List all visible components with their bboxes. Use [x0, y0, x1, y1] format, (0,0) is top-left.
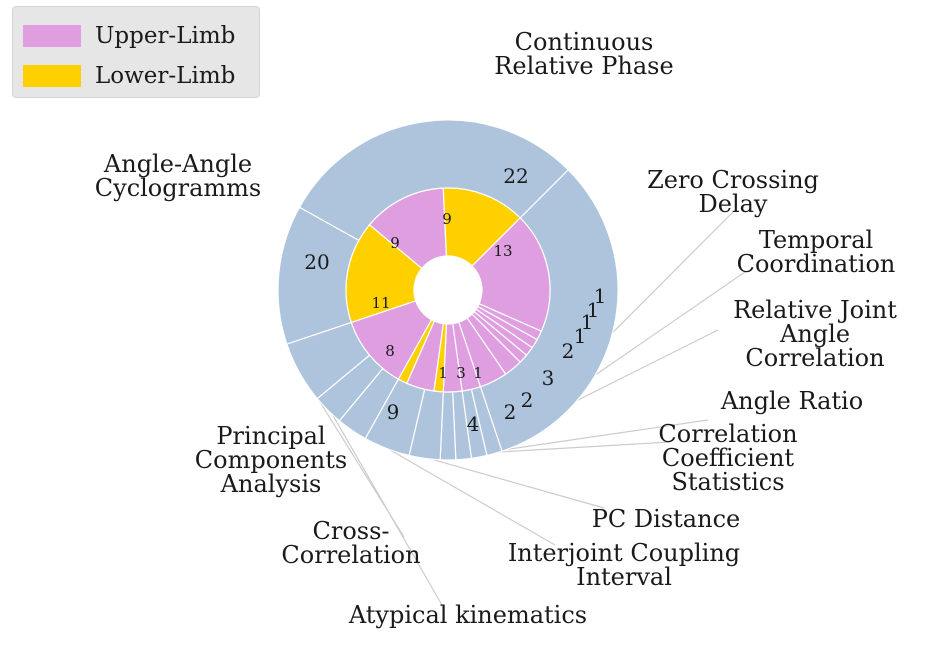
- inner-value-0: 13: [493, 242, 512, 260]
- outer-value-cross-correlation: 4: [467, 412, 480, 436]
- outer-value-correlation-coefficient-statistics: 2: [562, 339, 575, 363]
- legend-label-upper-limb: Upper-Limb: [95, 23, 236, 49]
- outer-ring: [277, 119, 619, 461]
- category-label-pc-distance: PC Distance: [592, 505, 740, 533]
- legend-item-upper-limb: Upper-Limb: [23, 21, 235, 51]
- legend-swatch-upper-limb: [23, 25, 81, 47]
- outer-value-angle-angle-cyclogramms: 20: [304, 250, 329, 274]
- inner-value-9: 1: [438, 364, 448, 382]
- outer-value-atypical-kinematics: 2: [504, 400, 517, 424]
- legend: Upper-Limb Lower-Limb: [12, 6, 260, 98]
- outer-value-principal-components-analysis: 9: [387, 400, 400, 424]
- inner-ring: [345, 187, 551, 393]
- outer-value-interjoint-coupling-interval: 2: [521, 388, 534, 412]
- outer-value-angle-ratio: 1: [574, 324, 587, 348]
- inner-value-10: 3: [456, 364, 466, 382]
- inner-slice-lower-limb-15: [442, 187, 521, 267]
- legend-item-lower-limb: Lower-Limb: [23, 61, 235, 91]
- legend-label-lower-limb: Lower-Limb: [95, 63, 236, 89]
- outer-value-continuous-relative-phase: 22: [503, 164, 528, 188]
- inner-slice-upper-limb-14: [368, 187, 448, 270]
- inner-slice-lower-limb-13: [345, 223, 423, 324]
- outer-value-pc-distance: 3: [542, 366, 555, 390]
- outer-value-zero-crossing-delay: 1: [594, 284, 607, 308]
- inner-value-15: 9: [442, 210, 452, 228]
- category-label-atypical-kinematics: Atypical kinematics: [348, 601, 587, 629]
- inner-value-14: 9: [390, 234, 400, 252]
- inner-value-13: 11: [371, 294, 390, 312]
- legend-swatch-lower-limb: [23, 65, 81, 87]
- category-label-angle-ratio: Angle Ratio: [720, 387, 863, 415]
- category-label-cross-correlation: Cross-Correlation: [281, 517, 420, 569]
- inner-slice-upper-limb-0: [471, 217, 551, 332]
- inner-value-12: 8: [385, 342, 395, 360]
- outer-value-relative-joint-angle-correlation: 1: [581, 310, 594, 334]
- inner-value-11: 1: [473, 364, 483, 382]
- outer-value-temporal-coordination: 1: [587, 298, 600, 322]
